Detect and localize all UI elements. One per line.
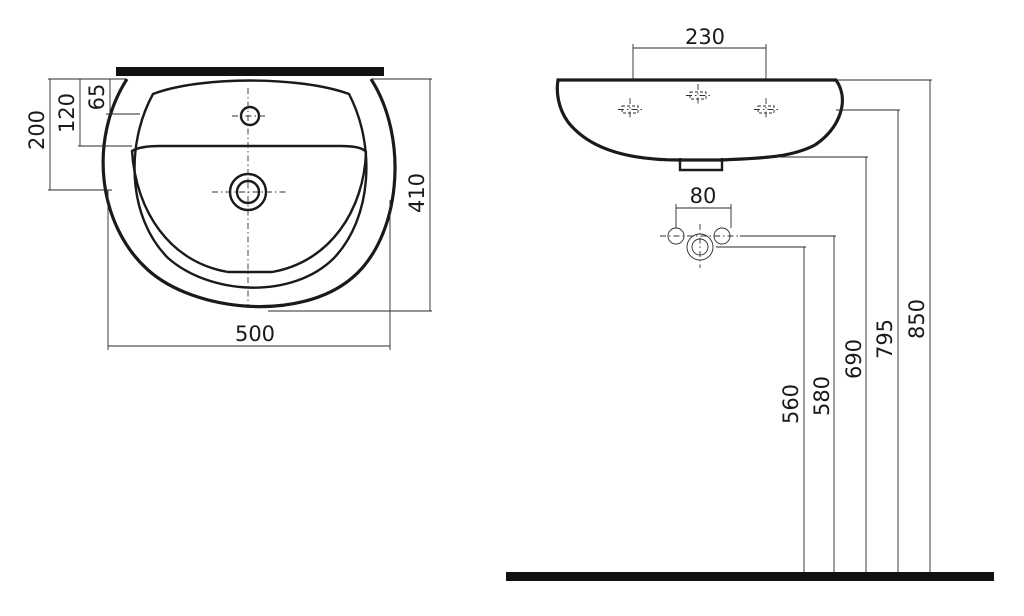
dim-label-depth: 410 — [405, 173, 429, 213]
fixing-bolt-left — [618, 98, 642, 120]
wall-bar — [116, 67, 384, 76]
dim-label-tap-hole: 120 — [55, 93, 79, 133]
dim-label-waste-spacing: 80 — [690, 184, 717, 208]
side-view: 230 80 560 580 690 795 850 — [506, 25, 994, 581]
basin-side-profile — [555, 78, 844, 162]
front-view: 65 120 200 410 500 — [25, 67, 432, 350]
fixing-bolt-center — [686, 84, 710, 106]
floor-bar — [506, 572, 994, 581]
dim-label-basin-bottom: 795 — [873, 319, 897, 359]
basin-inner-rim — [133, 79, 368, 289]
dim-label-width: 500 — [235, 322, 275, 346]
dim-label-rim-height: 850 — [905, 299, 929, 339]
trap-stub — [678, 158, 724, 172]
basin-outer-outline — [101, 78, 397, 309]
bowl-outline — [130, 144, 368, 274]
dim-label-supply-low: 560 — [779, 384, 803, 424]
fixing-bolt-right — [754, 98, 778, 120]
dim-label-overflow: 65 — [85, 84, 109, 111]
dim-label-drain: 200 — [25, 110, 49, 150]
drain-inner — [235, 179, 261, 205]
dim-label-supply-high: 580 — [810, 376, 834, 416]
dim-label-waste-height: 690 — [842, 339, 866, 379]
dim-label-bracket-spacing: 230 — [685, 25, 725, 49]
